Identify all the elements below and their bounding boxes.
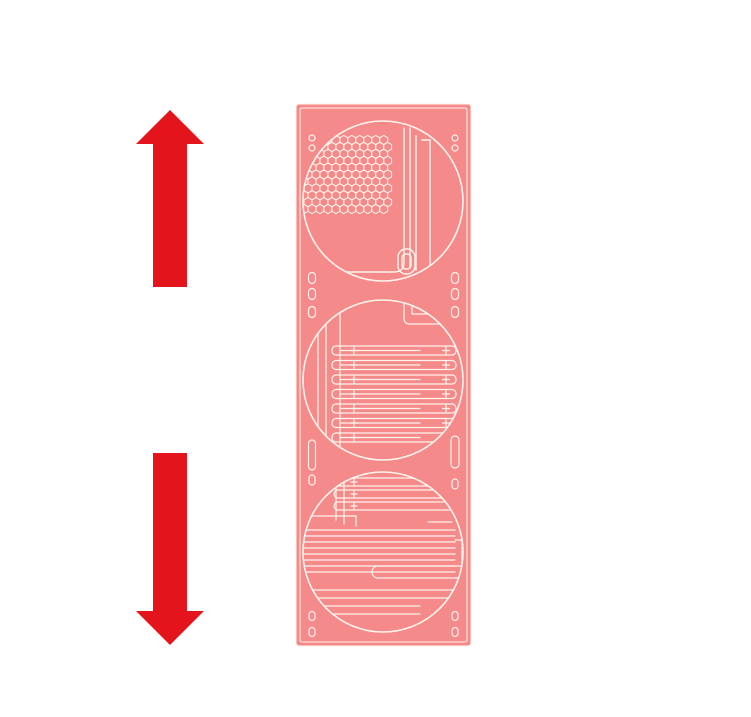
arrow-down-icon: [136, 453, 204, 645]
mount-hole: [308, 610, 316, 622]
fan-mount-top: [302, 120, 464, 282]
mount-hole: [308, 144, 316, 152]
expansion-slot: [331, 359, 457, 371]
mount-hole: [308, 134, 316, 142]
mount-holes: [307, 134, 460, 638]
mount-hole: [451, 144, 459, 152]
mount-hole: [450, 305, 460, 319]
mount-hole: [450, 287, 460, 301]
mount-hole: [451, 134, 459, 142]
expansion-slot: [331, 388, 457, 400]
expansion-slot: [331, 403, 457, 414]
expansion-slot: [331, 345, 457, 356]
mount-hole: [307, 287, 317, 301]
expansion-slot: [331, 374, 457, 385]
mount-hole: [451, 610, 459, 622]
mount-hole: [451, 626, 459, 638]
mount-hole: [307, 271, 317, 285]
mount-hole: [451, 478, 459, 490]
arrow-up-icon: [136, 110, 204, 287]
mount-hole: [307, 439, 317, 471]
mount-hole: [450, 271, 460, 285]
hex-vent: [379, 203, 389, 215]
mount-hole: [450, 435, 460, 469]
mount-hole: [307, 305, 317, 319]
panel-inner-border: [299, 107, 468, 643]
mount-hole: [308, 626, 316, 638]
mount-hole: [308, 474, 316, 486]
